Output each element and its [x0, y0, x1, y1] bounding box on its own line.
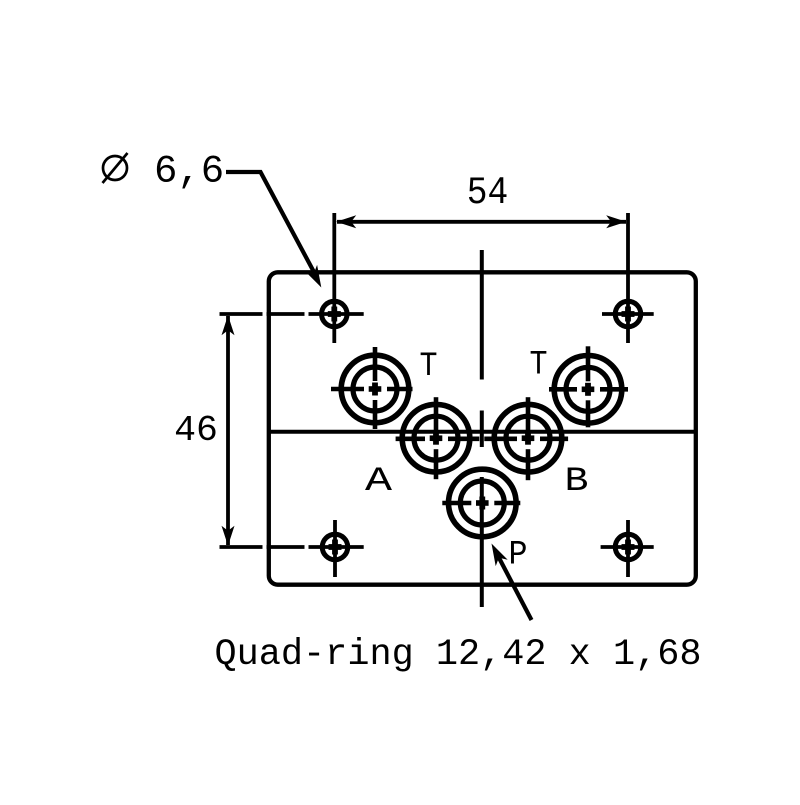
svg-text:6,6: 6,6 [154, 150, 224, 194]
svg-text:P: P [509, 537, 528, 575]
svg-text:46: 46 [174, 410, 218, 451]
svg-text:A: A [365, 463, 393, 501]
svg-text:T: T [530, 347, 548, 385]
svg-text:T: T [420, 348, 438, 386]
svg-text:B: B [565, 463, 589, 501]
svg-text:54: 54 [467, 171, 509, 215]
svg-text:Quad-ring 12,42 x 1,68: Quad-ring 12,42 x 1,68 [215, 634, 702, 676]
